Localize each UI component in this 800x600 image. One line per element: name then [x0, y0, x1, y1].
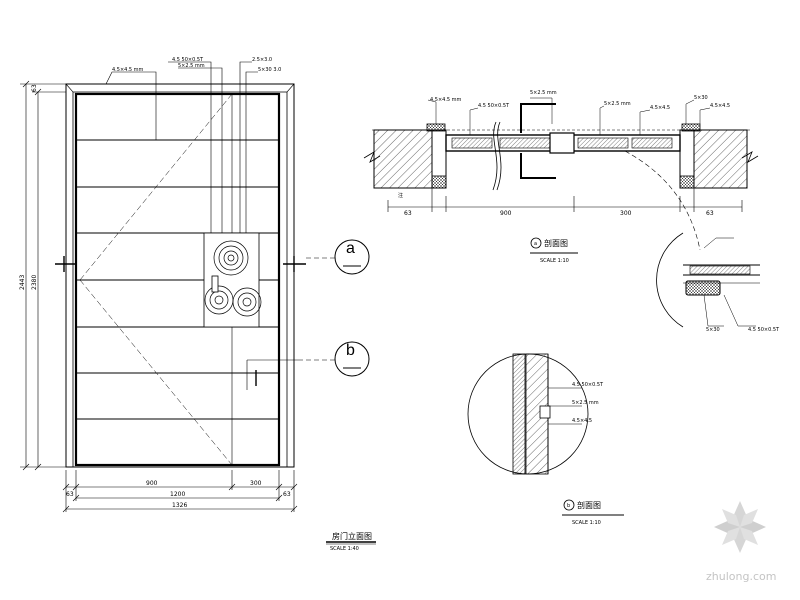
callout-b-label: b — [346, 342, 355, 359]
callout-b: b — [334, 341, 370, 377]
note-d: 2.5×3.0 — [252, 57, 272, 63]
elevation-title: 房门立面图 — [332, 531, 372, 541]
door-frame-casing — [65, 83, 295, 467]
sa-note-1: 4.5×4.5 mm — [430, 97, 462, 103]
elevation-scale: SCALE 1:40 — [330, 546, 359, 552]
sa-detail-note-1: 5×30 — [706, 327, 720, 333]
door-elevation — [55, 61, 336, 468]
dim-bottom-63-left: 63 — [66, 491, 74, 498]
dim-left-inner: 2380 — [31, 275, 38, 290]
dim-bottom-900: 900 — [146, 480, 158, 487]
sa-dim-1: 63 — [404, 210, 412, 217]
sa-detail-note-2: 4.5 50×0.5T — [748, 327, 780, 333]
note-a: 4.5×4.5 mm — [112, 67, 144, 73]
sa-note-tag: 注 — [398, 192, 403, 199]
section-b-title-block: b 剖面图 SCALE 1:10 — [562, 499, 624, 526]
section-b-drawing — [467, 353, 589, 475]
watermark-text: zhulong.com — [706, 570, 776, 583]
left-dimensions — [20, 80, 66, 471]
dim-bottom-total: 1326 — [172, 502, 187, 509]
section-a-detail — [656, 232, 760, 328]
sa-title: 剖面图 — [544, 238, 568, 248]
sb-note-3: 4.5×4.5 — [572, 418, 592, 424]
section-a-notes: 4.5×4.5 mm 4.5 50×0.5T 5×2.5 mm 5×2.5 mm… — [398, 90, 730, 199]
callout-a-label: a — [346, 240, 355, 257]
watermark-logo — [714, 501, 766, 553]
elevation-notes: 4.5×4.5 mm 4.5 50×0.5T 5×2.5 mm 2.5×3.0 … — [112, 57, 281, 73]
note-c: 5×2.5 mm — [178, 63, 205, 69]
section-b-notes: 4.5 50×0.5T 5×2.5 mm 4.5×4.5 — [572, 382, 604, 424]
section-a-drawing — [363, 97, 759, 251]
section-cut-marks — [55, 256, 306, 386]
dim-bottom-63-right: 63 — [283, 491, 291, 498]
section-a-title-block: a 剖面图 SCALE 1:10 — [530, 237, 578, 264]
sa-dim-4: 63 — [706, 210, 714, 217]
dim-bottom-300: 300 — [250, 480, 262, 487]
door-frame-outer — [65, 83, 295, 468]
sb-scale: SCALE 1:10 — [572, 520, 601, 526]
sb-note-1: 4.5 50×0.5T — [572, 382, 604, 388]
bottom-dimensions — [62, 470, 298, 513]
elevation-title-block: 房门立面图 SCALE 1:40 — [326, 531, 376, 552]
lock-block — [203, 232, 262, 328]
dim-left-top: 63 — [31, 84, 38, 92]
sa-note-5: 4.5×4.5 — [650, 105, 670, 111]
note-b: 4.5 50×0.5T — [172, 57, 204, 63]
sb-note-2: 5×2.5 mm — [572, 400, 599, 406]
sa-dim-2: 900 — [500, 210, 512, 217]
dim-left-total: 2443 — [19, 275, 26, 290]
section-a-dims: 63 900 300 63 — [404, 210, 714, 217]
door-frame-inner-line — [72, 91, 288, 467]
note-e: 5×30 3.0 — [258, 67, 281, 73]
wall-right — [688, 129, 748, 189]
sa-note-6: 5×30 — [694, 95, 708, 101]
dim-bottom-1200: 1200 — [170, 491, 185, 498]
sa-dim-3: 300 — [620, 210, 632, 217]
sa-note-3: 5×2.5 mm — [530, 90, 557, 96]
wall-left — [373, 129, 433, 189]
sb-title: 剖面图 — [577, 500, 601, 510]
sa-note-7: 4.5×4.5 — [710, 103, 730, 109]
sa-title-marker: a — [534, 241, 537, 247]
door-swing-lines — [79, 93, 233, 466]
sa-note-2: 4.5 50×0.5T — [478, 103, 510, 109]
sa-note-4: 5×2.5 mm — [604, 101, 631, 107]
sb-title-marker: b — [567, 503, 570, 509]
callout-a: a — [334, 239, 370, 275]
sa-scale: SCALE 1:10 — [540, 258, 569, 264]
